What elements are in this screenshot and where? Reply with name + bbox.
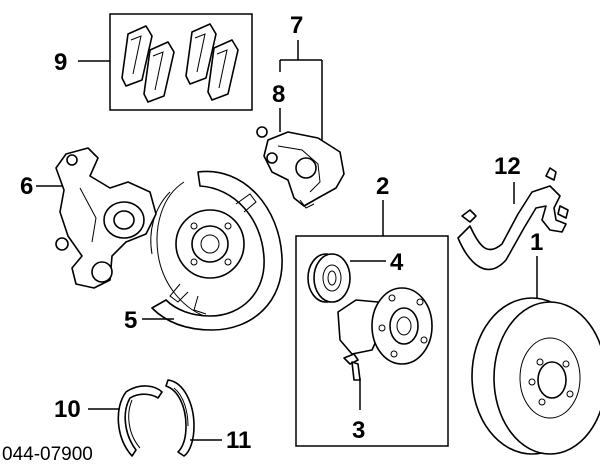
callout-10: 10 (54, 396, 81, 423)
brake-disc-rotor (471, 297, 600, 455)
brake-pad-kit (109, 13, 253, 111)
parking-brake-shoe-front (117, 385, 163, 457)
callout-3: 3 (352, 417, 365, 444)
callout-7: 7 (290, 12, 303, 39)
callout-1: 1 (530, 229, 543, 256)
steering-knuckle (55, 147, 157, 289)
wheel-hub (337, 287, 433, 365)
parking-brake-shoe-rear (165, 379, 195, 457)
callout-6: 6 (20, 173, 33, 200)
wheel-bearing (307, 253, 351, 303)
callout-8: 8 (272, 81, 285, 108)
callout-2: 2 (376, 173, 389, 200)
callout-5: 5 (124, 307, 137, 334)
callout-9: 9 (54, 49, 67, 76)
brake-pad-left-1 (121, 25, 153, 87)
pad-kit-frame (109, 13, 253, 111)
brake-pad-left-2 (143, 41, 175, 103)
brake-pad-right-2 (207, 39, 239, 101)
hub-bolt (343, 353, 361, 381)
dust-shield (150, 170, 283, 331)
brake-pad-right-1 (185, 23, 217, 85)
leader-7 (279, 40, 323, 140)
callout-12: 12 (494, 153, 521, 180)
callout-4: 4 (390, 249, 404, 276)
diagram-code: 044-07900 (2, 444, 93, 465)
brake-hose (457, 167, 569, 271)
callout-11: 11 (226, 427, 251, 454)
hub-kit-frame (295, 235, 449, 447)
brake-caliper (256, 126, 345, 209)
